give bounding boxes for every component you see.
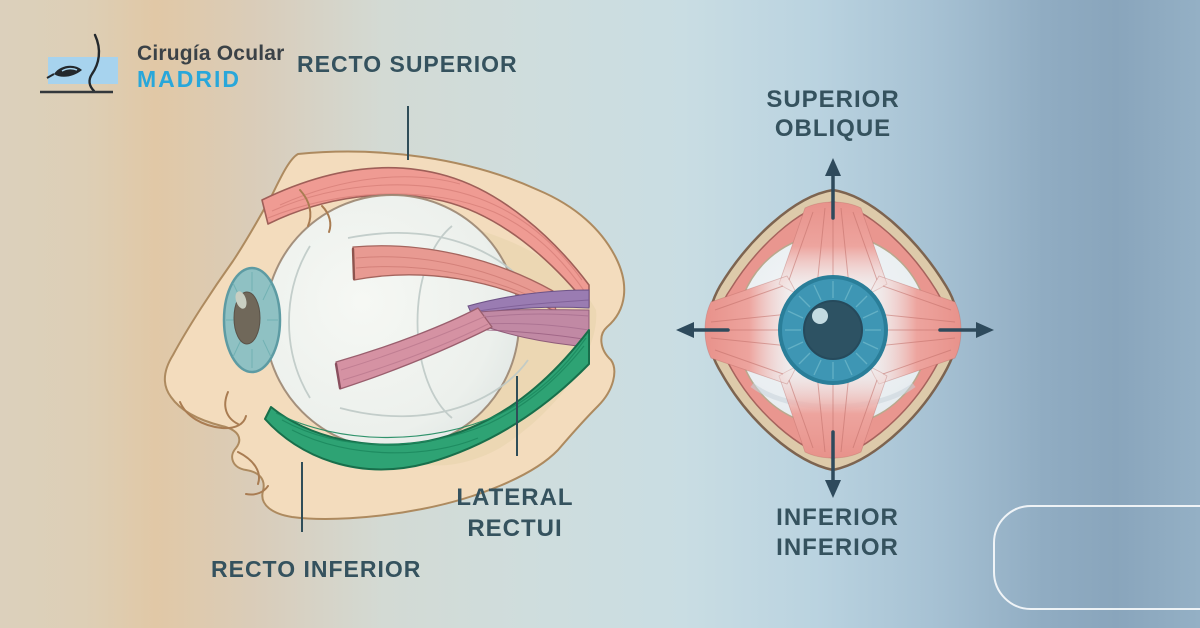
cta-outline-button[interactable]: [993, 505, 1200, 610]
label-superior-oblique-line1: SUPERIOR: [766, 86, 900, 113]
label-recto-inferior: RECTO INFERIOR: [211, 556, 422, 582]
label-lateral-rectui: LATERAL RECTUI: [432, 482, 598, 544]
label-lateral-line1: LATERAL: [456, 484, 574, 511]
label-inferior-inferior-line1: INFERIOR: [776, 504, 899, 531]
side-view-eye-diagram: [163, 106, 626, 532]
iris-side: [222, 266, 282, 374]
arrow-up-icon: [825, 158, 841, 220]
label-superior-oblique: SUPERIOR OBLIQUE: [738, 85, 928, 143]
muscle-inferior-rectus: [334, 307, 493, 390]
label-inferior-inferior: INFERIOR INFERIOR: [740, 503, 935, 563]
muscle-inferior-oblique: [264, 329, 590, 471]
arrow-left-icon: [676, 322, 730, 338]
brand-name: Cirugía Ocular: [137, 42, 285, 65]
face-detail-lines: [179, 189, 332, 496]
arrow-right-icon: [938, 322, 994, 338]
iris-front: [778, 275, 888, 385]
pupil-front: [803, 300, 863, 360]
muscle-bundle-lateral: [467, 289, 590, 348]
label-superior-oblique-line2: OBLIQUE: [774, 115, 892, 142]
label-lateral-line2: RECTUI: [467, 515, 563, 542]
brand-logo: Cirugía Ocular MADRID: [0, 0, 320, 120]
brand-city: MADRID: [137, 66, 241, 92]
pupil-front-highlight: [812, 308, 828, 324]
pupil-side-highlight: [235, 291, 247, 309]
label-recto-superior: RECTO SUPERIOR: [297, 51, 518, 77]
label-inferior-inferior-line2: INFERIOR: [776, 534, 899, 561]
front-view-eye-diagram: [676, 158, 994, 498]
eye-logo-icon: [40, 33, 118, 94]
arrow-down-icon: [825, 430, 841, 498]
